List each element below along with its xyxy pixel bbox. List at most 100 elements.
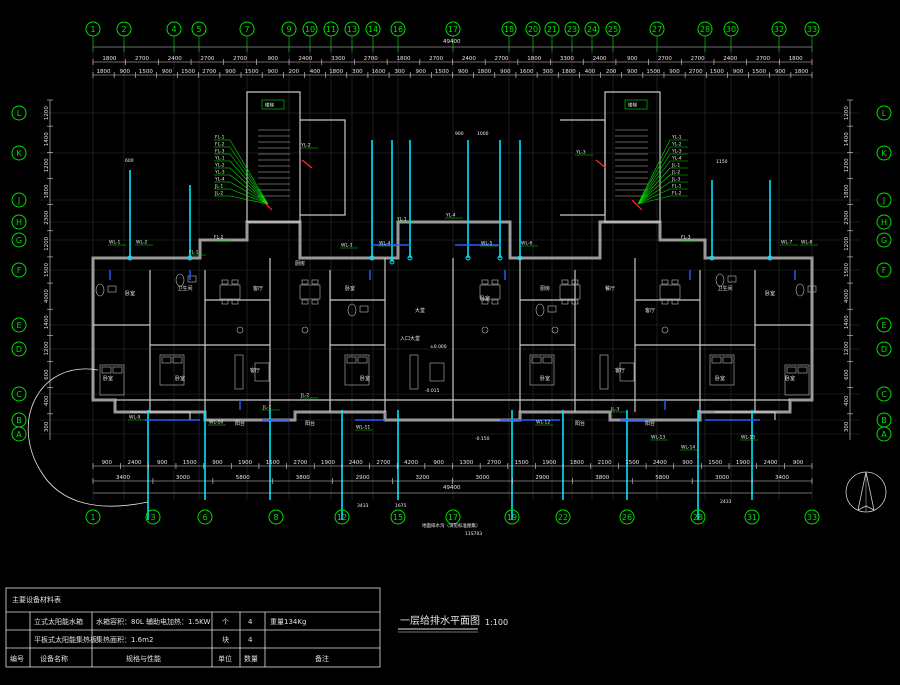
dim-top-2-label: 900 (733, 69, 744, 75)
dim-top-1-label: 2400 (168, 56, 182, 62)
dim-left-label: 1400 (44, 315, 50, 329)
pipe-risers (109, 140, 796, 520)
dim-right-label: 400 (844, 395, 850, 406)
north-arrow-icon (845, 471, 887, 513)
dim-bottom-1-label: 2100 (598, 460, 612, 466)
pipe-tag: YL-1 (396, 217, 407, 223)
room-label: 客厅 (250, 367, 260, 374)
drawing-title: 一层给排水平面图 1:100 (398, 614, 508, 633)
chair (491, 299, 499, 305)
dining-table (659, 284, 681, 300)
chair (301, 279, 309, 285)
room-label: 阳台 (645, 420, 655, 427)
dim-left-label: 1400 (44, 132, 50, 146)
axis-bubble-bottom (85, 509, 101, 525)
axis-bubble-right (876, 214, 892, 230)
axis-label-top: 17 (448, 25, 458, 34)
axis-label-bottom: 17 (448, 513, 458, 522)
axis-bubble-right (876, 232, 892, 248)
pipe-tag: YL-4 (445, 213, 456, 219)
pillow (786, 366, 797, 374)
dim-bottom-2-label: 3000 (475, 475, 489, 481)
dim-bottom-2-label: 3400 (116, 475, 130, 481)
pillow (722, 356, 733, 364)
axis-label-left: D (16, 345, 22, 354)
stair-tag: 楼梯 (265, 102, 274, 109)
dim-bottom-1-label: 900 (157, 460, 168, 466)
tag-fan-leader (637, 139, 671, 205)
room-label: 卧室 (345, 285, 355, 292)
axis-bubble-left (11, 317, 27, 333)
room-label: 阳台 (235, 420, 245, 427)
pipe-tag: YL-3 (575, 150, 586, 156)
revision-arc (27, 368, 149, 507)
pipe-tag: JL-2 (214, 191, 223, 197)
room-label: 卧室 (765, 290, 775, 297)
dim-bottom-2-label: 3000 (715, 475, 729, 481)
chair (661, 279, 669, 285)
axis-label-right: J (882, 196, 885, 205)
pipe-tag: FL-2 (214, 235, 224, 241)
basin (547, 305, 557, 313)
dim-top-1-label: 2400 (593, 56, 607, 62)
dim-right-label: 4000 (844, 289, 850, 303)
chair (231, 279, 239, 285)
tag-fan-leader (229, 160, 269, 205)
dim-bottom-1-label: 1900 (238, 460, 252, 466)
coffee-table (619, 362, 635, 382)
dim-top-2-label: 900 (627, 69, 638, 75)
chair (231, 299, 239, 305)
dim-bottom-1-label: 2400 (127, 460, 141, 466)
chair (301, 299, 309, 305)
dim-top-1-label: 3300 (331, 56, 345, 62)
axis-label-left: B (16, 416, 22, 425)
tag-fan-leader (637, 153, 671, 205)
dim-top-1-label: 2700 (200, 56, 214, 62)
dim-top-1-label: 900 (627, 56, 638, 62)
axis-label-top: 2 (121, 25, 126, 34)
pipe-tag: WL-2 (136, 240, 148, 246)
axis-label-bottom: 12 (337, 513, 347, 522)
dim-left-label: 300 (44, 421, 50, 432)
axis-bubble-bottom (804, 509, 820, 525)
riser-head (369, 255, 375, 261)
dim-bottom-1-label: 900 (102, 460, 113, 466)
toilet-fixture (347, 303, 357, 317)
table-row-2-name: 平板式太阳能集热板 (34, 635, 97, 644)
dim-top-1-label: 2700 (233, 56, 247, 62)
axis-label-bottom: 15 (393, 513, 403, 522)
dim-bottom-1-label: 2700 (293, 460, 307, 466)
dim-top-2-label: 900 (162, 69, 173, 75)
dim-left-label: 1800 (44, 184, 50, 198)
riser-head (497, 255, 503, 261)
stair-tag-box (624, 99, 648, 110)
table-header-id: 编号 (10, 654, 24, 663)
pillow (172, 356, 183, 364)
riser-head (127, 255, 133, 261)
dim-top-2-label: 400 (585, 69, 596, 75)
axis-label-left: H (16, 218, 22, 227)
red-marker (301, 159, 313, 169)
pipe-tag: WL-10 (209, 420, 223, 426)
dim-top-1-label: 2700 (691, 56, 705, 62)
riser-head (187, 255, 193, 261)
pipe-tag: WL-14 (681, 445, 695, 451)
tag-fan-leader (229, 188, 269, 205)
axis-label-top: 23 (567, 25, 577, 34)
riser-head (517, 255, 523, 261)
axis-label-top: 24 (587, 25, 597, 34)
tag-fan-leader (637, 160, 671, 205)
riser-head (407, 255, 413, 261)
pipe-tag: WL-11 (356, 425, 370, 431)
sofa (234, 354, 244, 390)
dim-top-1-label: 2400 (298, 56, 312, 62)
chair (221, 279, 229, 285)
pillow (531, 356, 542, 364)
pillow (112, 366, 123, 374)
dim-bottom-2-label: 2900 (356, 475, 370, 481)
dim-top-2-label: 1800 (477, 69, 491, 75)
axis-bubble-bottom (504, 509, 520, 525)
dining-table (299, 284, 321, 300)
pipe-tag: YL-3 (214, 170, 225, 176)
